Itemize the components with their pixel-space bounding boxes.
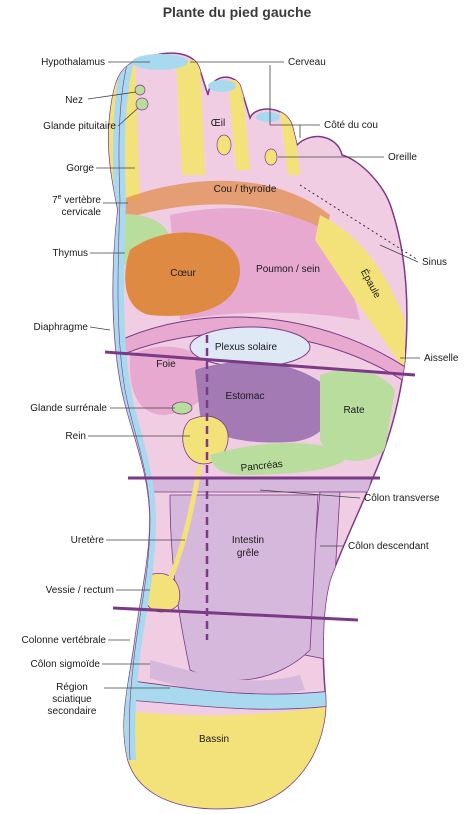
toe-yellow-mid xyxy=(176,60,205,175)
label-secondaire: secondaire xyxy=(48,706,97,717)
guide-line-1 xyxy=(104,350,416,377)
pelvis-zone xyxy=(120,705,340,809)
heart-zone xyxy=(125,232,240,316)
guide-line-3 xyxy=(112,606,359,622)
sigmoid-colon xyxy=(150,660,305,697)
label-uretere: Uretère xyxy=(71,535,105,546)
zone-foie: Foie xyxy=(156,359,176,370)
zone-oeil: Œil xyxy=(211,118,225,129)
zone-pancreas: Pancréas xyxy=(240,459,283,474)
liver-zone xyxy=(129,346,211,415)
lead-pituitaire xyxy=(117,107,139,127)
lead-sinus xyxy=(379,244,419,263)
label-sinus: Sinus xyxy=(422,257,447,268)
label-glande-surrenale: Glande surrénale xyxy=(30,403,107,414)
label-cerveau: Cerveau xyxy=(288,57,326,68)
label-vertebre: 7e vertèbre xyxy=(52,194,101,206)
lead-diaphragme xyxy=(89,326,111,331)
pituitary-circle xyxy=(135,97,149,111)
stomach-zone xyxy=(195,361,333,443)
label-hypothalamus: Hypothalamus xyxy=(41,57,105,68)
lead-nez xyxy=(87,91,137,100)
label-sciatique: sciatique xyxy=(52,694,92,705)
label-colonne-vertebrale: Colonne vertébrale xyxy=(22,635,107,646)
lead-cote-cou xyxy=(269,65,320,138)
zone-coeur: Cœur xyxy=(170,268,196,279)
label-region: Région xyxy=(56,682,88,693)
spine-edge xyxy=(117,59,151,761)
zone-bassin: Bassin xyxy=(199,734,229,745)
hypothalamus-zone xyxy=(132,54,188,70)
label-aisselle: Aisselle xyxy=(424,353,459,364)
label-colon-transverse: Côlon transverse xyxy=(364,493,440,504)
zone-poumon-sein: Poumon / sein xyxy=(256,264,320,275)
toe3-tip xyxy=(256,112,280,122)
label-colon-sigmoide: Côlon sigmoïde xyxy=(31,659,101,670)
lead-colon-transverse xyxy=(259,489,361,499)
neck-band xyxy=(120,180,330,235)
zone-estomac: Estomac xyxy=(226,391,265,402)
small-intestine xyxy=(169,494,319,681)
ear-zone xyxy=(264,148,278,166)
toe-yellow-mid2 xyxy=(228,80,250,170)
toe-yellow-mid3 xyxy=(280,110,300,175)
thymus-zone xyxy=(110,214,171,270)
toe2-tip xyxy=(208,80,236,92)
label-gorge: Gorge xyxy=(66,163,94,174)
label-vessie-rectum: Vessie / rectum xyxy=(46,585,114,596)
spleen-zone xyxy=(320,370,395,461)
label-cervicale: cervicale xyxy=(62,207,102,218)
diaphragm-band xyxy=(109,316,407,386)
label-rein: Rein xyxy=(65,431,86,442)
label-oreille: Oreille xyxy=(388,152,417,163)
label-cote-du-cou: Côté du cou xyxy=(324,120,378,131)
dotted-sinus-line xyxy=(299,184,419,261)
nose-circle xyxy=(134,84,146,96)
label-nez: Nez xyxy=(65,95,83,106)
label-colon-descendant: Côlon descendant xyxy=(348,541,429,552)
pancreas-zone xyxy=(210,442,350,476)
zone-plexus-solaire: Plexus solaire xyxy=(215,342,278,353)
label-thymus: Thymus xyxy=(52,248,88,259)
label-glande-pituitaire: Glande pituitaire xyxy=(43,121,116,132)
zone-rate: Rate xyxy=(343,405,365,416)
shoulder-zone xyxy=(315,215,405,370)
page-title: Plante du pied gauche xyxy=(162,4,312,20)
ureter-line xyxy=(162,464,203,592)
zone-intestin: Intestin xyxy=(232,535,264,546)
zone-grele: grêle xyxy=(237,548,260,559)
label-diaphragme: Diaphragme xyxy=(34,322,89,333)
zone-cou-thyroide: Cou / thyroïde xyxy=(214,184,277,195)
eye-zone xyxy=(216,134,232,156)
